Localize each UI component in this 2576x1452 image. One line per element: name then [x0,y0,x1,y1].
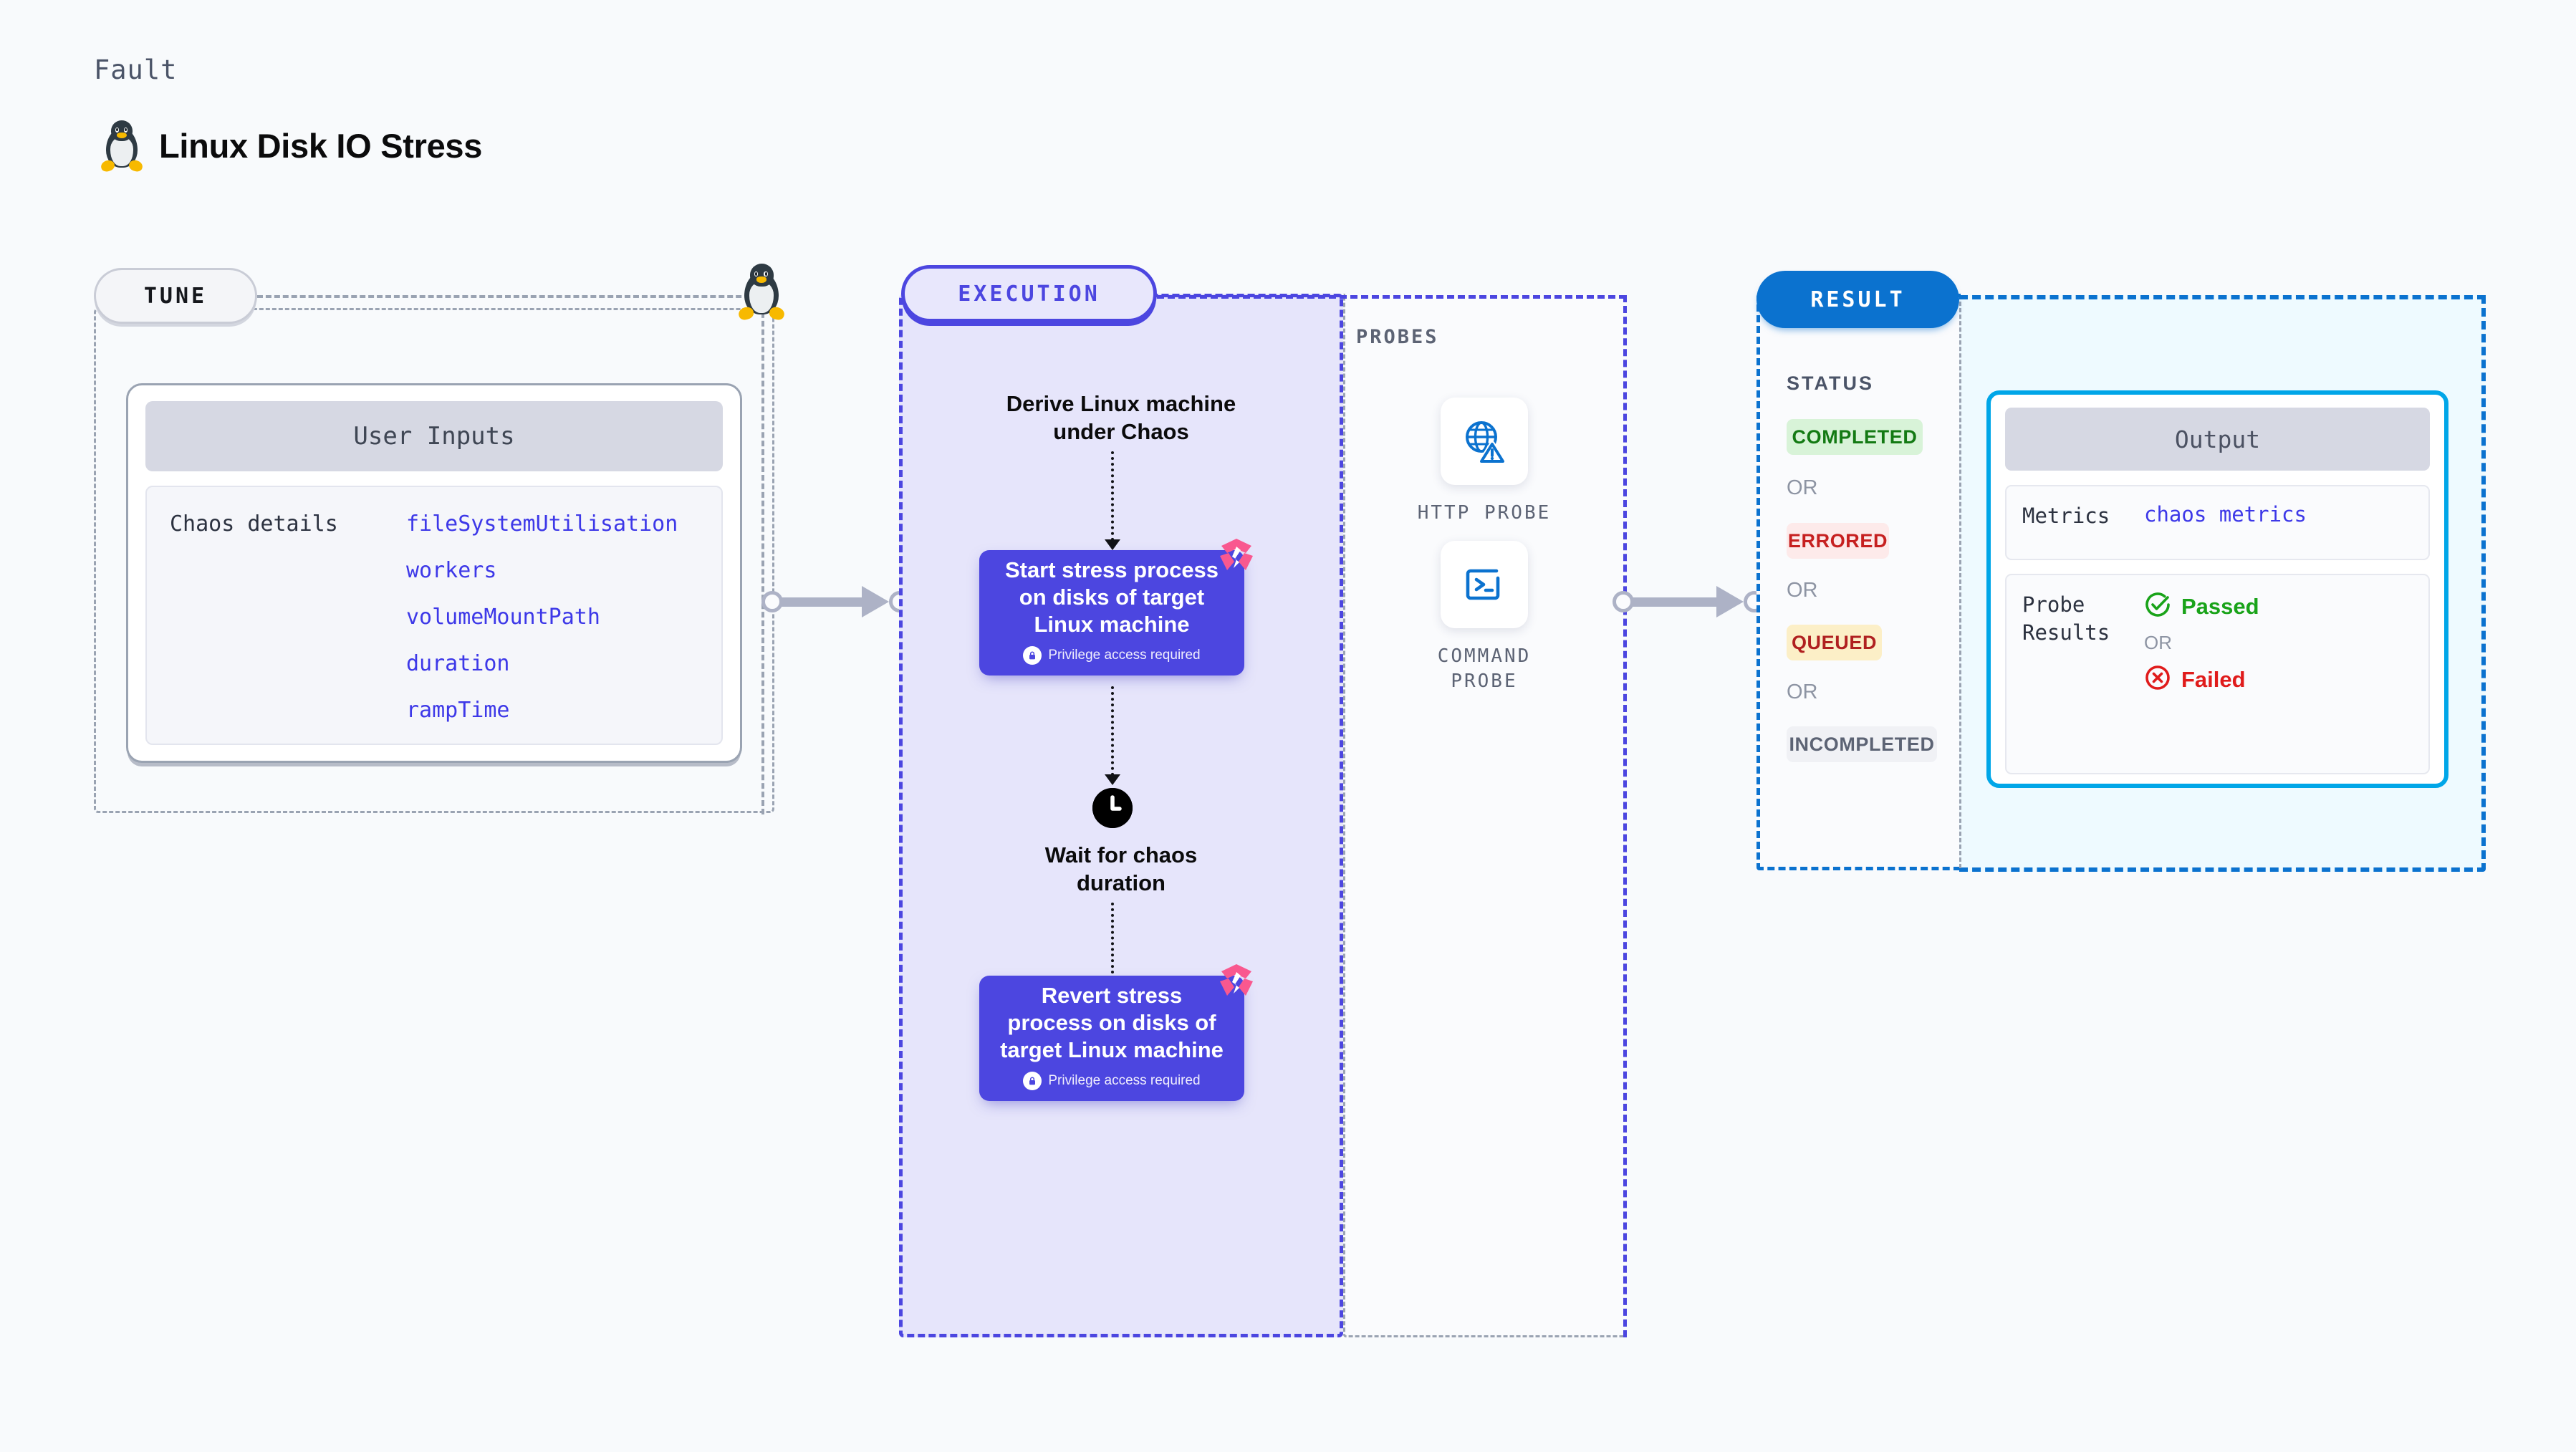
connector-execution-to-result [1613,586,1765,617]
result-badge[interactable]: RESULT [1756,271,1959,328]
param-item[interactable]: volumeMountPath [406,605,600,630]
probe-result-passed: Passed [2144,591,2259,622]
privilege-note-text: Privilege access required [1048,1072,1201,1088]
connector-tune-to-execution [761,586,910,617]
privilege-note-text: Privilege access required [1048,647,1201,663]
param-item[interactable]: rampTime [406,698,510,723]
passed-label: Passed [2181,593,2259,619]
user-inputs-header: User Inputs [145,401,723,471]
linux-penguin-icon [99,120,145,173]
status-or-2: OR [1787,579,1818,602]
litmus-logo-icon [1217,963,1256,1004]
probe-result-failed: Failed [2144,664,2259,695]
execution-panel [899,294,1343,1337]
litmus-logo-icon [1217,537,1256,578]
privilege-note: Privilege access required [1023,1071,1201,1090]
status-badge-errored: ERRORED [1787,523,1889,559]
fault-kicker: Fault [94,54,178,85]
tune-top-connector-line [257,295,759,298]
status-badge-queued: QUEUED [1787,625,1882,660]
probe-results-values: Passed OR Failed [2144,591,2259,695]
chaos-params-list: fileSystemUtilisation workers volumeMoun… [406,511,678,744]
metrics-value[interactable]: chaos metrics [2144,502,2307,527]
probes-title: PROBES [1356,326,1439,348]
probe-label: HTTP PROBE [1417,502,1552,524]
param-item[interactable]: workers [406,558,497,583]
page-title: Linux Disk IO Stress [99,120,483,173]
arrow-start-to-wait [1105,686,1120,785]
lock-icon [1023,645,1042,665]
param-item[interactable]: duration [406,651,510,676]
page-title-text: Linux Disk IO Stress [159,126,483,165]
metrics-label: Metrics [2022,504,2110,528]
param-item[interactable]: fileSystemUtilisation [406,511,678,537]
chaos-details-label: Chaos details [170,511,338,537]
probe-result-or: OR [2144,632,2172,653]
output-card-header: Output [2005,408,2430,471]
result-top-connector-line [1959,295,2486,299]
clock-icon [1092,788,1133,828]
execution-badge[interactable]: EXECUTION [901,265,1157,322]
tune-panel [94,308,774,813]
user-inputs-body: Chaos details fileSystemUtilisation work… [145,486,723,745]
failed-label: Failed [2181,666,2246,692]
user-inputs-card: User Inputs Chaos details fileSystemUtil… [126,383,742,763]
x-circle-icon [2144,664,2171,695]
status-title: STATUS [1787,372,1874,394]
arrow-derive-to-start [1105,451,1120,550]
tune-linux-penguin-icon [736,264,787,322]
probe-http[interactable]: HTTP PROBE [1398,398,1570,526]
status-column-divider [1959,295,1961,868]
terminal-icon [1441,541,1528,628]
status-badge-incompleted: INCOMPLETED [1787,726,1937,762]
tune-badge[interactable]: TUNE [94,268,257,324]
globe-warning-icon [1441,398,1528,485]
status-badge-completed: COMPLETED [1787,419,1923,455]
status-or-3: OR [1787,681,1818,703]
check-circle-icon [2144,591,2171,622]
tune-right-connector-line [761,295,764,814]
output-row-metrics: Metrics chaos metrics [2005,485,2430,560]
status-or-1: OR [1787,476,1818,499]
arrow-wait-to-revert [1105,903,1120,994]
lock-icon [1023,1071,1042,1090]
privilege-note: Privilege access required [1023,645,1201,665]
execution-top-connector-line [1157,295,1626,299]
probes-right-border [1623,295,1627,1337]
